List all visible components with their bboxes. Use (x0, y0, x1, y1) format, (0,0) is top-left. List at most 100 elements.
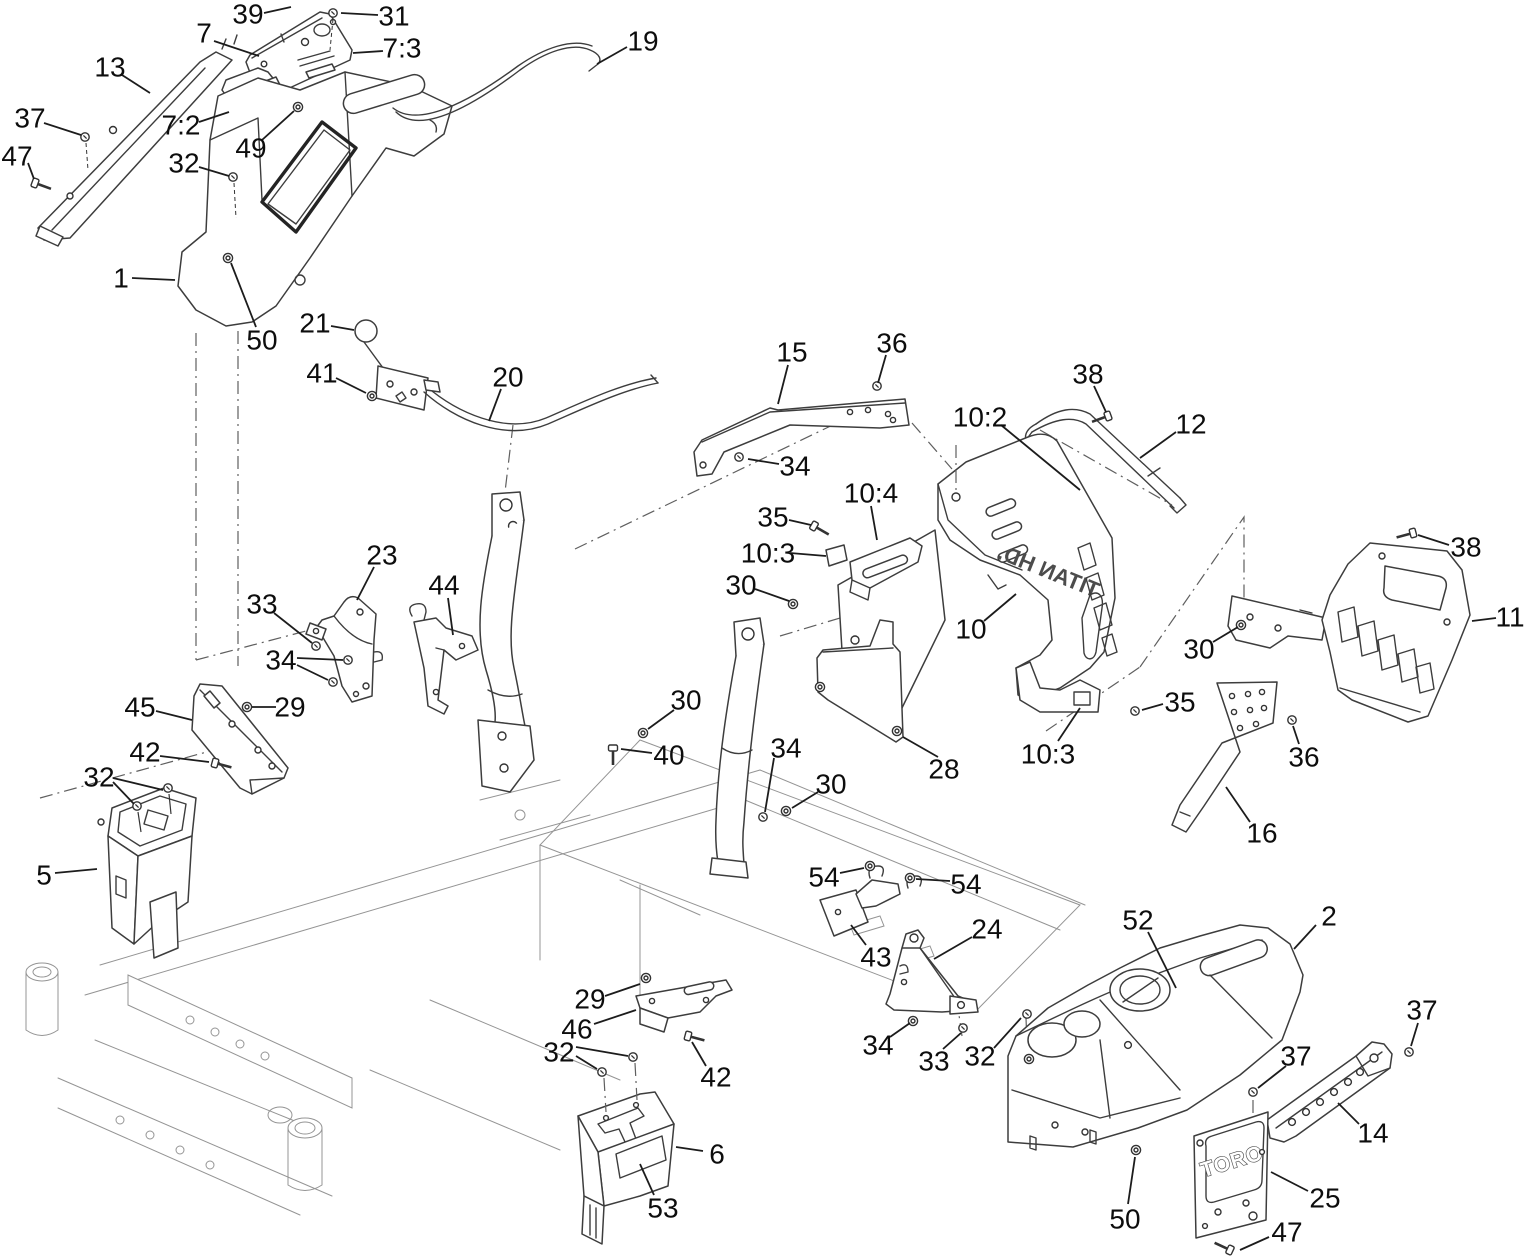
callout-leader-line (296, 657, 344, 661)
callout-leader-line (1139, 431, 1177, 459)
callout-label: 35 (1164, 687, 1195, 718)
callout-leader-line (159, 755, 210, 763)
callout-32: 32 (964, 1017, 1022, 1072)
callout-label: 28 (928, 754, 959, 785)
callout-34: 34 (265, 645, 344, 681)
callout-leader-line (1141, 703, 1164, 711)
callout-6: 6 (675, 1139, 725, 1170)
callout-54: 54 (808, 862, 865, 893)
callout-leader-line (1057, 707, 1081, 742)
callout-label: 20 (492, 362, 523, 393)
part-12-bumper (1024, 408, 1187, 514)
part-1-console (177, 71, 453, 327)
callout-leader-line (447, 597, 454, 636)
callout-label: 47 (1, 141, 32, 172)
callout-label: 54 (808, 862, 839, 893)
callout-21: 21 (299, 308, 355, 339)
part-10-3-plate (825, 544, 848, 567)
callout-leader-line (575, 1046, 629, 1057)
callout-label: 29 (574, 984, 605, 1015)
callout-label: 36 (876, 328, 907, 359)
callout-15: 15 (776, 337, 808, 405)
callout-leader-line (155, 710, 193, 721)
callout-50: 50 (230, 262, 278, 356)
callout-leader-line (1147, 931, 1177, 989)
callout-leader-line (352, 50, 384, 54)
callout-leader-line (1127, 1156, 1136, 1205)
callout-leader-line (1000, 424, 1081, 491)
callout-label: 32 (964, 1041, 995, 1072)
callout-44: 44 (428, 570, 460, 636)
callout-47: 47 (1239, 1217, 1303, 1251)
callout-label: 10:3 (741, 538, 796, 569)
callout-label: 10:4 (844, 478, 899, 509)
callout-label: 13 (94, 52, 125, 83)
callout-20: 20 (488, 362, 524, 422)
callout-label: 40 (653, 740, 684, 771)
callout-leader-line (870, 505, 878, 541)
callout-leader-line (112, 777, 164, 791)
callout-label: 34 (862, 1030, 893, 1061)
callout-label: 49 (235, 133, 266, 164)
callout-50: 50 (1109, 1156, 1141, 1235)
callout-leader-line (764, 757, 775, 813)
callout-leader-line (993, 1017, 1022, 1049)
callout-label: 1 (113, 263, 129, 294)
callout-label: 2 (1321, 901, 1337, 932)
callout-label: 32 (543, 1037, 574, 1068)
callout-leader-line (1093, 385, 1107, 413)
callout-leader-line (789, 552, 827, 557)
callout-label: 30 (815, 769, 846, 800)
callout-37: 37 (1257, 1041, 1312, 1089)
callout-label: 11 (1495, 602, 1524, 633)
control-towers (477, 491, 765, 879)
shift-lever-21 (354, 319, 429, 411)
callout-7: 7 (196, 18, 260, 57)
callout-label: 14 (1357, 1118, 1388, 1149)
cable-19 (392, 42, 601, 122)
callout-54: 54 (915, 869, 982, 900)
callout-label: 32 (83, 762, 114, 793)
callout-label: 32 (168, 148, 199, 179)
callout-leader-line (330, 325, 355, 331)
callout-leader-line (1225, 786, 1251, 823)
callout-1: 1 (113, 263, 176, 294)
callout-leader-line (933, 936, 973, 960)
callout-label: 36 (1288, 742, 1319, 773)
callout-52: 52 (1122, 905, 1177, 989)
callout-35: 35 (1141, 687, 1196, 718)
part-11-guard (1227, 542, 1471, 723)
part-2-fuel-tank (1007, 924, 1304, 1151)
callout-label: 10:2 (953, 402, 1008, 433)
callout-leader-line (112, 781, 135, 805)
callout-32: 32 (168, 148, 230, 179)
callout-10:3: 10:3 (741, 538, 827, 569)
callout-32: 32 (543, 1037, 629, 1070)
part-28-panel (816, 619, 904, 743)
callout-53: 53 (639, 1163, 679, 1224)
part-25-toro-panel: TORO (1193, 1111, 1269, 1239)
callout-leader-line (593, 1009, 637, 1025)
part-45-bracket (191, 683, 289, 795)
callout-39: 39 (232, 0, 292, 30)
callout-leader-line (1337, 1102, 1360, 1125)
callout-leader-line (488, 388, 502, 422)
callout-leader-line (647, 709, 675, 730)
callout-leader-line (902, 736, 939, 758)
callout-37: 37 (14, 103, 82, 136)
callout-leader-line (1239, 1236, 1270, 1251)
callout-30: 30 (791, 769, 847, 809)
callout-label: 35 (757, 502, 788, 533)
callout-38: 38 (1072, 359, 1107, 413)
callout-leader-line (213, 40, 260, 57)
callout-47: 47 (1, 141, 35, 180)
callout-leader-line (273, 612, 313, 644)
callout-label: 34 (779, 451, 810, 482)
callout-leader-line (889, 1022, 911, 1038)
callout-leader-line (575, 1055, 598, 1070)
part-14-rail (1266, 1041, 1393, 1143)
callout-label: 31 (378, 1, 409, 32)
callout-7:3: 7:3 (352, 33, 421, 64)
callout-41: 41 (306, 358, 367, 394)
